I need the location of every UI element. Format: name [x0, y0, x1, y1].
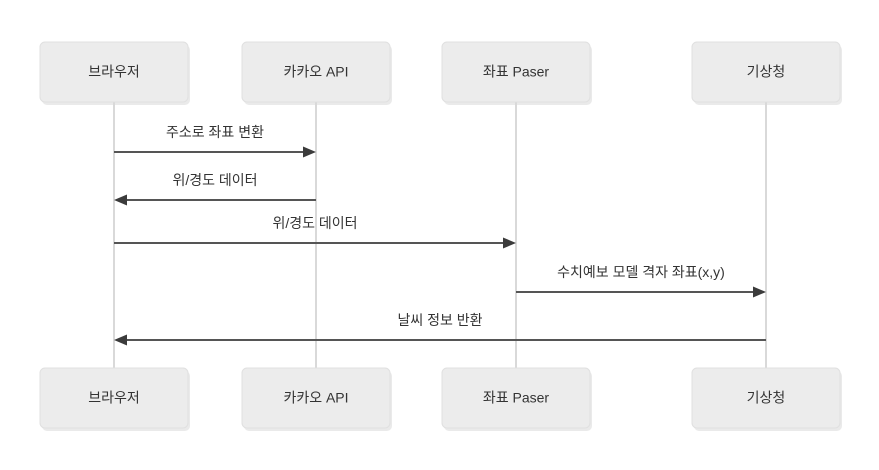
participant-label-kakao-api: 카카오 API — [283, 390, 348, 406]
participant-box[interactable] — [691, 41, 841, 103]
message-1-browser-to-kakao-api[interactable]: 주소로 좌표 변환 — [114, 124, 316, 158]
message-label: 주소로 좌표 변환 — [166, 124, 264, 140]
participant-box[interactable] — [241, 41, 391, 103]
participant-boxes-bottom: 브라우저 카카오 API 좌표 Paser 기상청 — [39, 367, 842, 431]
participant-label-coord-parser: 좌표 Paser — [483, 390, 550, 406]
participant-label-browser: 브라우저 — [88, 390, 140, 406]
participant-box[interactable] — [39, 41, 189, 103]
participant-weather-agency-bottom[interactable]: 기상청 — [691, 367, 842, 431]
participant-box[interactable] — [441, 41, 591, 103]
participant-browser-top[interactable]: 브라우저 — [39, 41, 190, 105]
message-5-weather-agency-to-browser[interactable]: 날씨 정보 반환 — [114, 312, 766, 346]
arrowhead-right-icon — [503, 237, 516, 249]
participant-label-coord-parser: 좌표 Paser — [483, 64, 550, 80]
participant-kakao-api-bottom[interactable]: 카카오 API — [241, 367, 392, 431]
message-2-kakao-api-to-browser[interactable]: 위/경도 데이터 — [114, 172, 316, 206]
message-label: 수치예보 모델 격자 좌표(x,y) — [557, 264, 725, 280]
participant-label-weather-agency: 기상청 — [747, 64, 786, 80]
participant-coord-parser-top[interactable]: 좌표 Paser — [441, 41, 592, 105]
arrowhead-right-icon — [303, 146, 316, 158]
message-label: 날씨 정보 반환 — [397, 312, 482, 328]
message-4-coord-parser-to-weather-agency[interactable]: 수치예보 모델 격자 좌표(x,y) — [516, 264, 766, 298]
participant-label-kakao-api: 카카오 API — [283, 64, 348, 80]
participant-box[interactable] — [39, 367, 189, 429]
participant-label-browser: 브라우저 — [88, 64, 140, 80]
arrowhead-right-icon — [753, 286, 766, 298]
participant-weather-agency-top[interactable]: 기상청 — [691, 41, 842, 105]
participant-coord-parser-bottom[interactable]: 좌표 Paser — [441, 367, 592, 431]
participant-box[interactable] — [691, 367, 841, 429]
participant-kakao-api-top[interactable]: 카카오 API — [241, 41, 392, 105]
participant-boxes-top: 브라우저 카카오 API 좌표 Paser 기상청 — [39, 41, 842, 105]
participant-browser-bottom[interactable]: 브라우저 — [39, 367, 190, 431]
participant-box[interactable] — [241, 367, 391, 429]
message-label: 위/경도 데이터 — [272, 215, 357, 231]
participant-box[interactable] — [441, 367, 591, 429]
message-label: 위/경도 데이터 — [172, 172, 257, 188]
arrowhead-left-icon — [114, 194, 127, 206]
message-3-browser-to-coord-parser[interactable]: 위/경도 데이터 — [114, 215, 516, 249]
arrowhead-left-icon — [114, 334, 127, 346]
lifelines-layer — [113, 102, 767, 368]
participant-label-weather-agency: 기상청 — [747, 390, 786, 406]
